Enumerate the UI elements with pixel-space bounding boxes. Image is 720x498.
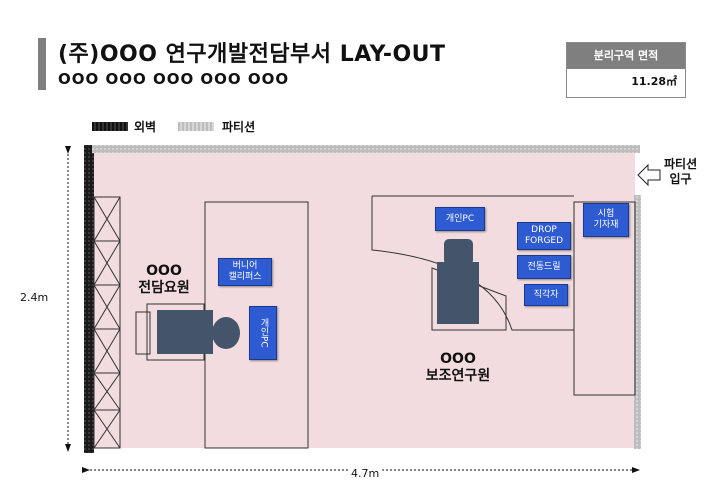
drop-forged-box: DROP FORGED bbox=[517, 222, 571, 250]
entrance-label-line1: 파티션 bbox=[664, 157, 698, 171]
partition-top bbox=[92, 145, 640, 153]
outer-wall-legend-swatch bbox=[92, 122, 128, 131]
test-materials-box: 시험 기자재 bbox=[583, 203, 629, 237]
entrance-label: 파티션 입구 bbox=[664, 157, 697, 187]
vernier-caliper-box: 버니어 캘리퍼스 bbox=[218, 258, 272, 286]
area-table-value: 11.28㎡ bbox=[631, 75, 677, 88]
partition-legend-label: 파티션 bbox=[222, 120, 256, 134]
area-table-header: 분리구역 면적 bbox=[567, 43, 685, 69]
height-dimension-label: 2.4m bbox=[20, 291, 49, 304]
right-person-label: OOO 보조연구원 bbox=[410, 351, 506, 385]
left-person-name: OOO bbox=[146, 263, 182, 279]
width-dimension-label: 4.7m bbox=[348, 467, 383, 480]
left-personal-pc-box: 개인PC bbox=[249, 306, 277, 360]
right-personal-pc-box: 개인PC bbox=[435, 207, 485, 231]
partition-right-lower bbox=[634, 195, 641, 449]
page-subtitle: OOO OOO OOO OOO OOO bbox=[58, 70, 290, 88]
page-title: (주)OOO 연구개발전담부서 LAY-OUT bbox=[58, 42, 446, 67]
outer-wall-legend-label: 외벽 bbox=[134, 120, 157, 134]
title-accent-bar bbox=[38, 38, 46, 90]
right-chair bbox=[431, 239, 507, 331]
left-chair bbox=[135, 303, 240, 361]
right-person-role: 보조연구원 bbox=[425, 368, 491, 384]
left-person-label: OOO 전담요원 bbox=[126, 263, 202, 297]
left-person-role: 전담요원 bbox=[138, 280, 190, 296]
left-shelving bbox=[93, 196, 121, 449]
left-personal-pc-label: 개인PC bbox=[258, 318, 269, 348]
right-person-name: OOO bbox=[440, 351, 476, 367]
entrance-arrow-icon bbox=[637, 163, 661, 187]
partition-legend-swatch bbox=[178, 122, 214, 131]
entrance-label-line2: 입구 bbox=[669, 172, 692, 186]
square-ruler-box: 직각자 bbox=[524, 284, 568, 306]
area-table: 분리구역 면적 11.28㎡ bbox=[566, 42, 686, 98]
electric-drill-box: 전동드릴 bbox=[517, 255, 571, 279]
outer-wall-left bbox=[84, 145, 94, 453]
